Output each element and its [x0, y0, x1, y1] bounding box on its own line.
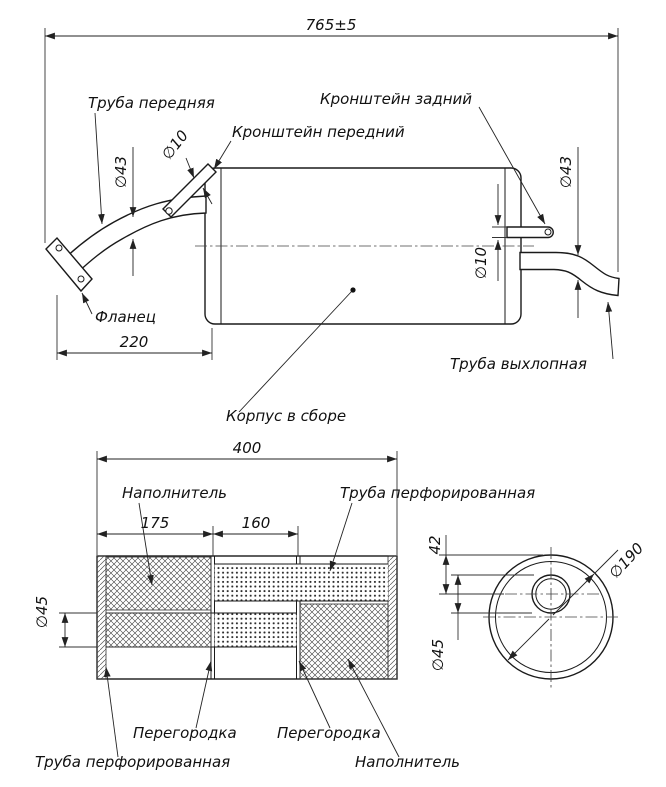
dim-190-text: ∅190 — [606, 539, 648, 582]
dim-190-arrow-upper — [552, 573, 595, 616]
dim-45-left: ∅45 — [33, 596, 97, 648]
dim-400-text: 400 — [233, 439, 262, 457]
label-filler-bottom: Наполнитель — [355, 753, 460, 771]
dim-front-bracket-dia-text: ∅10 — [158, 127, 192, 163]
label-partition-right: Перегородка — [277, 724, 381, 742]
dim-front-bracket-arrow-bottom — [202, 187, 213, 205]
dim-overall-text: 765±5 — [306, 16, 357, 34]
leader-filler-bottom — [347, 658, 400, 758]
rear-bracket-hole — [544, 228, 552, 236]
flange-hole-top — [55, 244, 63, 252]
dim-220-extension-lines — [56, 295, 213, 360]
dim-front-pipe-dia-text: ∅43 — [112, 156, 130, 188]
dim-45-right-extension-lines — [451, 574, 534, 614]
dim-175-160: 175 160 — [97, 514, 299, 556]
label-filler-top: Наполнитель — [122, 484, 227, 502]
end-view-centerlines — [483, 547, 620, 688]
label-perf-top: Труба перфорированная — [340, 484, 535, 502]
dim-rear-bracket-extension-lines — [492, 226, 507, 238]
leader-front-bracket — [213, 140, 232, 170]
label-partition-left: Перегородка — [133, 724, 237, 742]
dim-overall: 765±5 — [44, 16, 619, 272]
dim-front-pipe-dia: ∅43 — [112, 147, 137, 276]
upper-pipe-walls — [214, 563, 388, 602]
dim-rear-bracket-dia-text: ∅10 — [472, 247, 490, 279]
label-front-pipe: Труба передняя — [88, 94, 215, 112]
section-labels: Наполнитель Труба перфорированная Перего… — [35, 484, 535, 771]
label-front-bracket: Кронштейн передний — [232, 123, 405, 141]
dim-220: 220 — [56, 295, 213, 360]
label-flange: Фланец — [95, 308, 156, 326]
dim-220-text: 220 — [120, 333, 149, 351]
dim-42-text: 42 — [426, 535, 444, 554]
dim-45-right-text: ∅45 — [429, 639, 447, 671]
lower-perforated-pipe — [214, 613, 297, 647]
dim-42-extension-lines — [439, 554, 543, 595]
dim-overall-extension-lines — [44, 28, 619, 272]
leader-perf-top — [329, 502, 353, 572]
dim-175-text: 175 — [141, 514, 170, 532]
dim-42: 42 — [426, 535, 543, 595]
section-view: 400 175 160 ∅45 42 — [33, 439, 647, 771]
upper-perforated-pipe — [214, 564, 388, 601]
front-pipe — [63, 195, 207, 276]
dim-exhaust-pipe-dia-text: ∅43 — [557, 156, 575, 188]
leader-partition-right — [298, 660, 331, 729]
leader-front-pipe — [94, 112, 105, 225]
dim-400-extension-lines — [96, 451, 398, 555]
dim-190-tail — [594, 549, 619, 574]
dim-190-arrow-lower — [507, 618, 550, 661]
dim-45-right: ∅45 — [429, 574, 534, 671]
dim-exhaust-pipe-dia: ∅43 — [557, 147, 582, 318]
label-perf-bottom: Труба перфорированная — [35, 753, 230, 771]
section-right-cap — [387, 555, 398, 680]
section-left-cap — [96, 555, 107, 680]
dim-rear-bracket-dia: ∅10 — [472, 184, 507, 281]
dim-front-bracket-arrow-top — [185, 157, 195, 179]
dim-160-text: 160 — [242, 514, 271, 532]
filler-bottom-left — [105, 612, 212, 648]
assembly-labels: Труба передняя Кронштейн передний Кроншт… — [81, 90, 614, 425]
leader-flange — [81, 292, 93, 315]
leader-filler-top — [138, 502, 154, 586]
label-rear-bracket: Кронштейн задний — [320, 90, 472, 108]
label-exhaust-pipe: Труба выхлопная — [450, 355, 587, 373]
front-bracket-hole — [165, 207, 173, 215]
leader-perf-bottom — [103, 666, 119, 758]
leader-body-assembly — [238, 290, 353, 413]
filler-top-left — [105, 556, 212, 611]
dim-45-left-text: ∅45 — [33, 596, 51, 628]
leader-exhaust-pipe — [605, 301, 614, 360]
label-body-assembly: Корпус в сборе — [226, 407, 346, 425]
dim-400: 400 — [96, 439, 398, 555]
leader-body-assembly-dot — [350, 287, 356, 293]
filler-right — [299, 603, 389, 680]
leader-rear-bracket — [478, 106, 546, 225]
leader-partition-left — [195, 660, 213, 729]
exhaust-pipe — [519, 251, 620, 297]
assembly-view: 765±5 ∅43 ∅10 ∅43 ∅10 — [44, 16, 620, 425]
dim-190: ∅190 — [507, 539, 648, 661]
end-view — [483, 547, 620, 688]
rear-bracket — [506, 226, 554, 239]
flange-hole-bottom — [77, 275, 85, 283]
